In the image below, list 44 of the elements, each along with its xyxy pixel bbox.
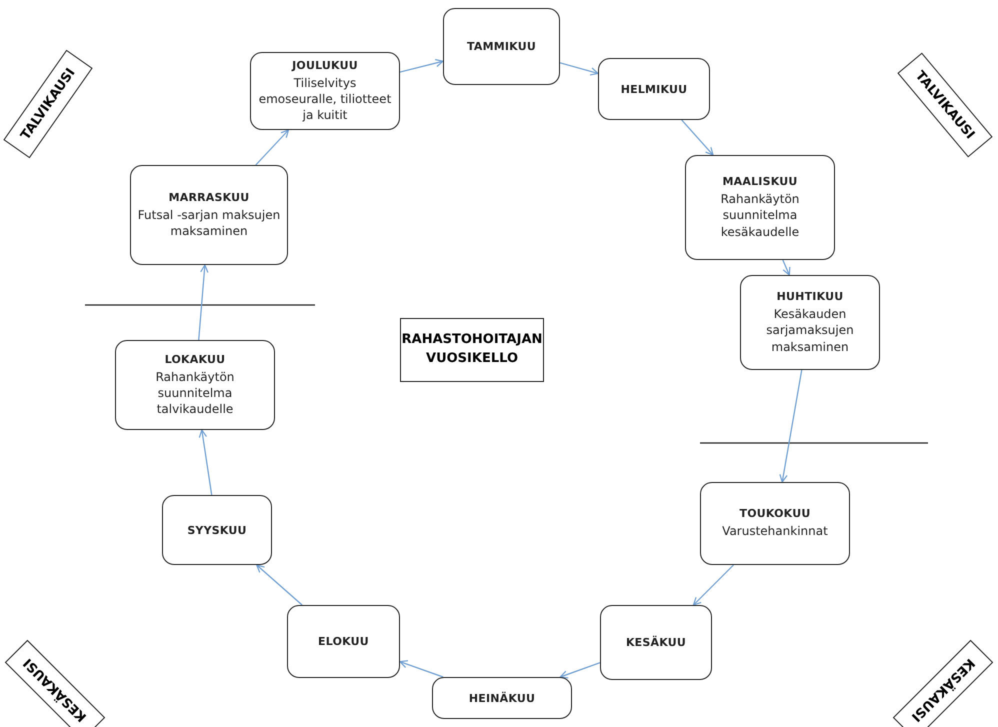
month-box [432,677,572,719]
month-box [115,340,275,430]
month-box [598,58,710,120]
month-box [600,605,712,680]
arrow [255,129,290,166]
month-box [700,482,850,565]
arrow [399,660,444,678]
arrow [782,260,790,276]
task-text: Rahankäytön suunnitelma kesäkaudelle [720,191,800,240]
title-text: RAHASTOHOITAJAN VUOSIKELLO [402,331,542,368]
month-name: TOUKOKUU [740,507,810,520]
month-name: HEINÄKUU [468,692,536,704]
task-text: Tiliselvitys emoseuralle, tiliotteet ja kuitit [258,74,392,124]
month-box [740,275,880,370]
month-name: MAALISKUU [722,175,798,188]
arrow [681,120,714,156]
title-box [400,318,544,382]
task-text: Varustehankinnat [722,523,828,540]
month-name: MARRASKUU [168,190,250,204]
arrow [779,370,802,483]
month-box [250,52,400,130]
month-box [443,8,560,85]
month-name: HUHTIKUU [776,290,844,304]
month-name: JOULUKUU [292,58,358,72]
month-box [287,605,400,678]
arrow [198,264,208,340]
task-text: Rahankäytön suunnitelma talvikaudelle [154,368,236,418]
month-name: LOKAKUU [164,352,226,366]
month-box [685,155,835,260]
month-name: KESÄKUU [626,636,686,649]
task-text: Futsal -sarjan maksujen maksaminen [137,206,281,240]
month-name: TAMMIKUU [467,40,536,53]
arrow [400,58,444,73]
task-text: Kesäkauden sarjamaksujen maksaminen [765,306,855,355]
arrow [198,429,212,496]
month-box [130,165,288,265]
arrow [560,62,599,76]
month-name: SYYSKUU [187,524,247,536]
month-name: HELMIKUU [620,82,688,96]
month-box [162,495,272,565]
month-name: ELOKUU [318,635,369,648]
arrow [256,564,302,606]
arrow [560,662,600,679]
arrow [692,564,734,606]
